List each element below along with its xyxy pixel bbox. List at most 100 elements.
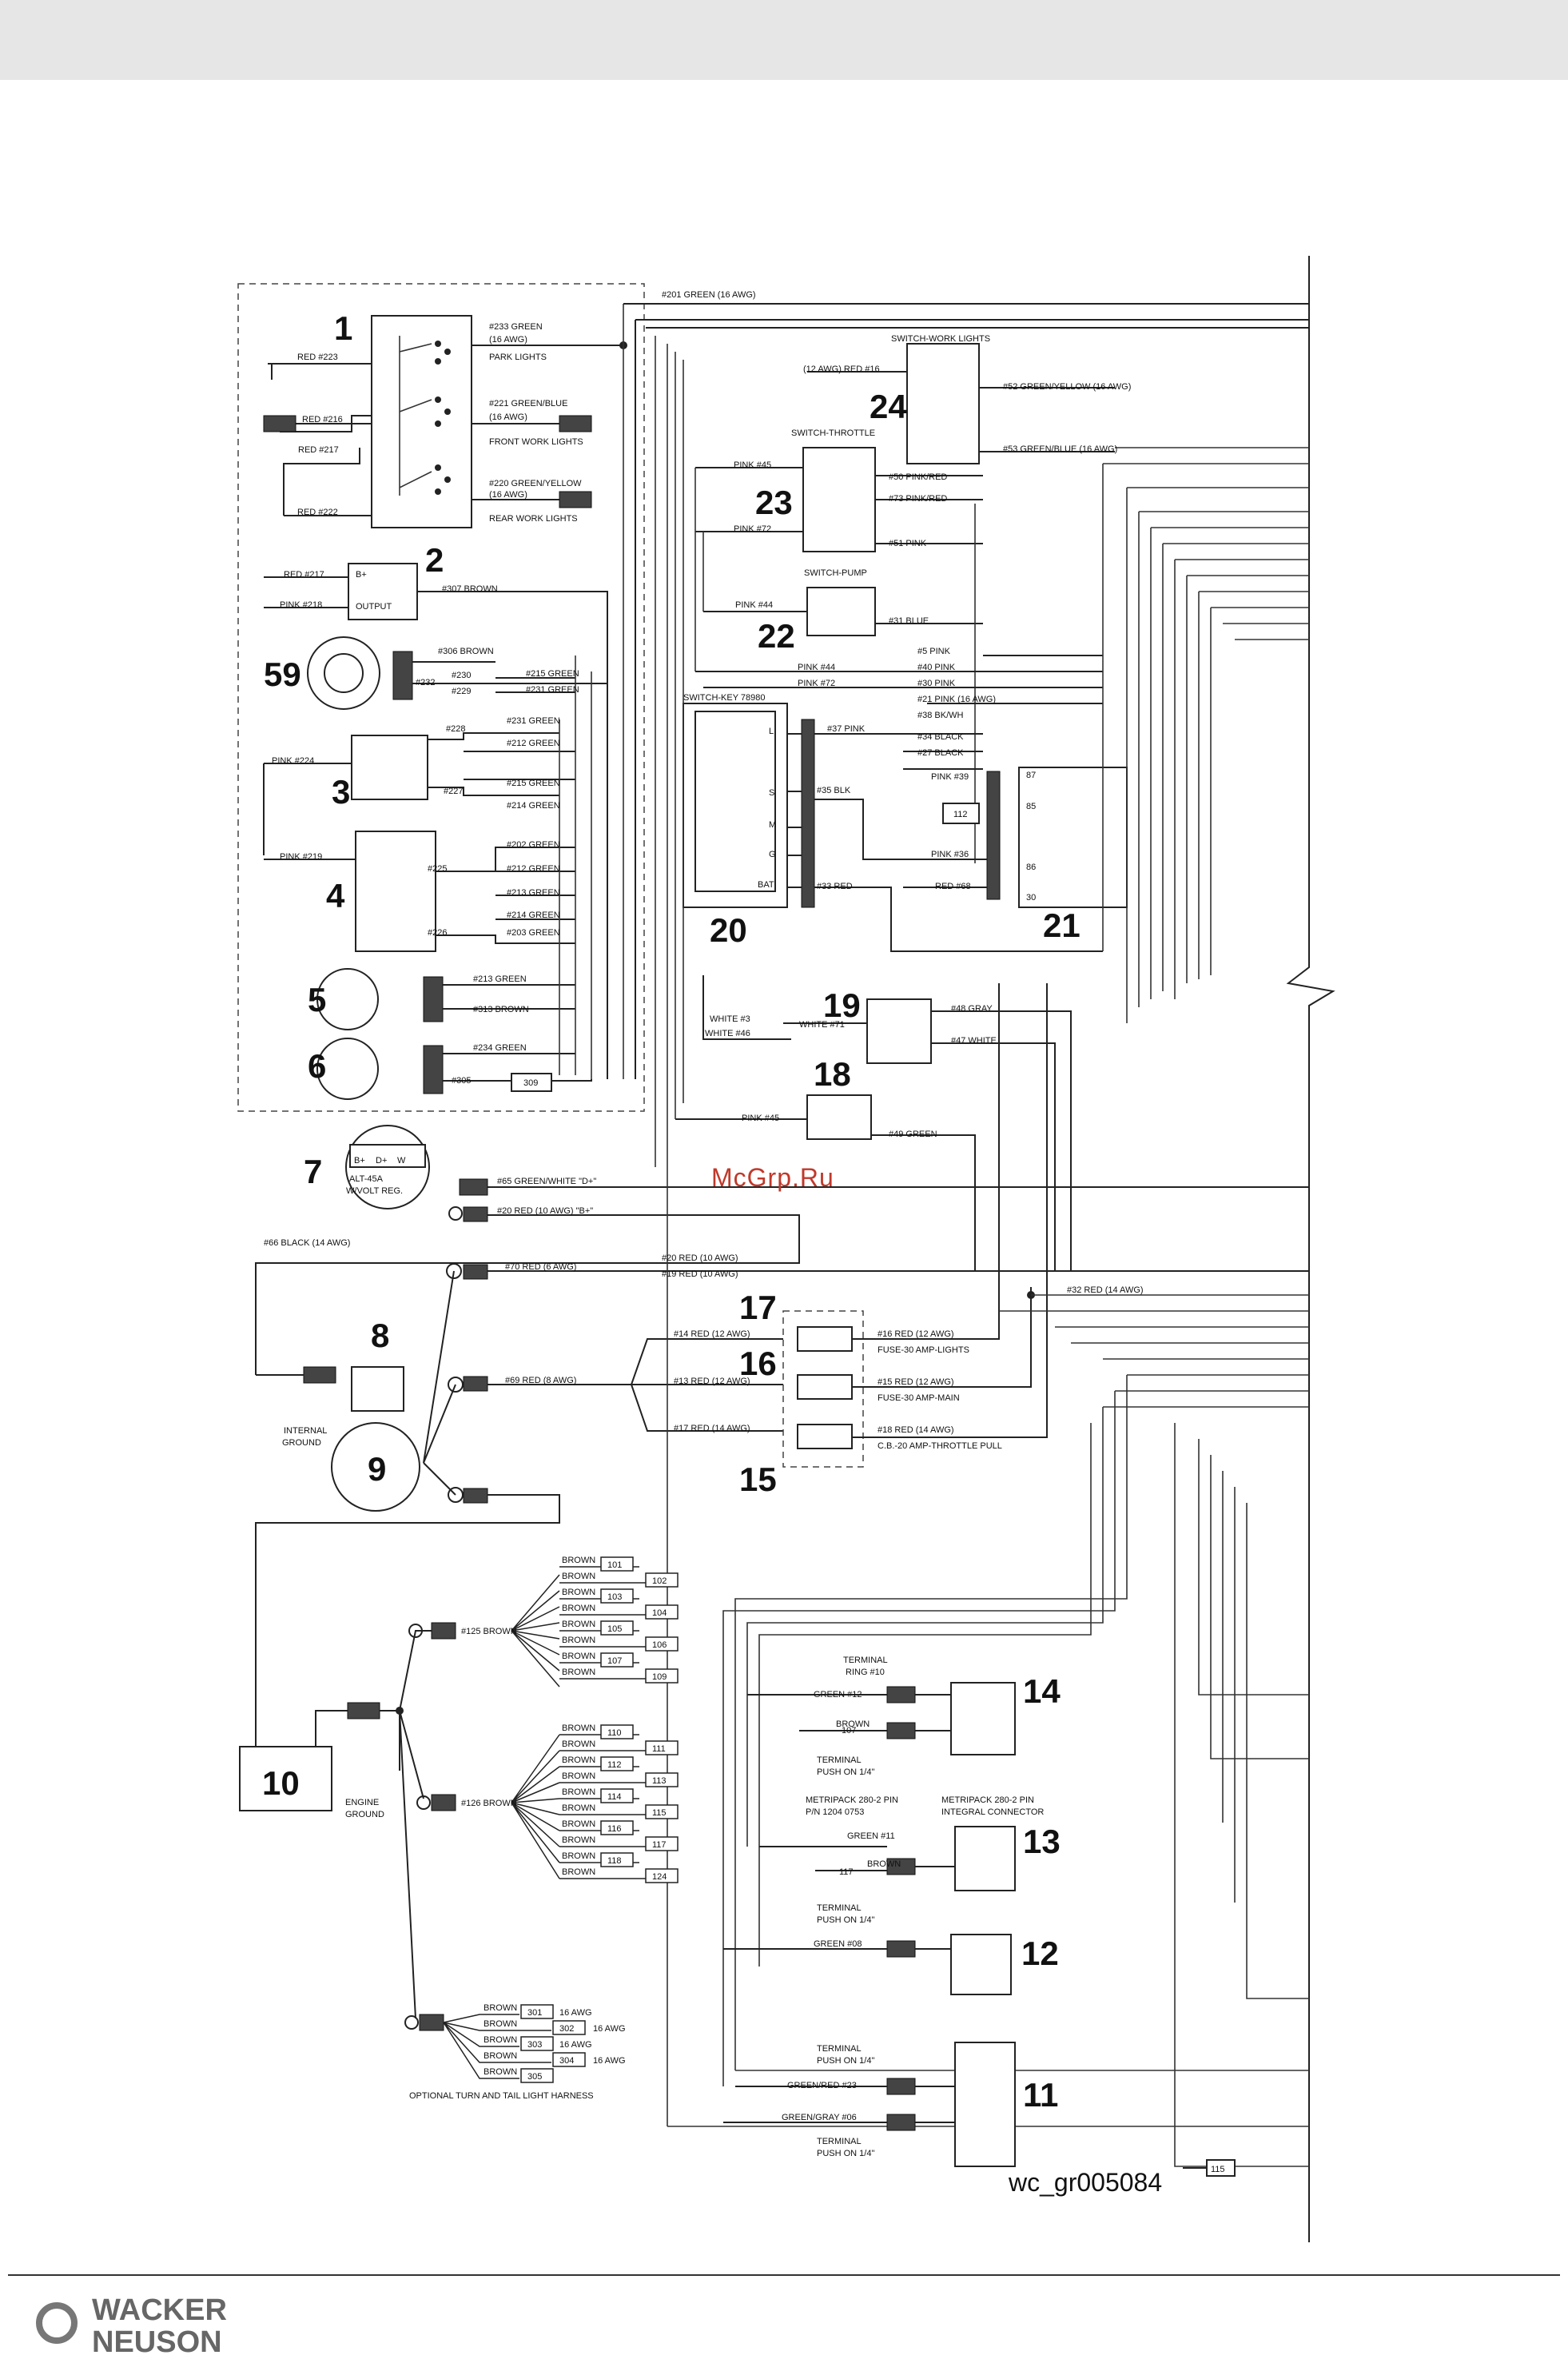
terminal-label: TERMINAL — [817, 1903, 862, 1913]
terminal-label: TERMINAL — [843, 1656, 888, 1665]
wire-label: GREEN/GRAY #06 — [782, 2113, 857, 2122]
fuse-16 — [797, 1374, 853, 1400]
wire-label: #212 GREEN — [507, 739, 560, 748]
alt-terminal-b: B+ — [354, 1156, 365, 1166]
ground-tag-302: 302 — [559, 2024, 574, 2034]
connector-label: INTEGRAL CONNECTOR — [941, 1807, 1044, 1817]
alt-terminal-d: D+ — [376, 1156, 387, 1166]
ground-tag-304: 304 — [559, 2056, 574, 2066]
wire-label: #307 BROWN — [442, 584, 498, 594]
awg-label: 16 AWG — [559, 2040, 592, 2050]
brown-wire-label: BROWN — [562, 1739, 595, 1749]
component-number-12: 12 — [1021, 1935, 1059, 1972]
component-number-5: 5 — [308, 981, 326, 1018]
brown-wire-label: BROWN — [562, 1835, 595, 1845]
ground-fan-upper — [511, 1566, 671, 1688]
fuse-17 — [797, 1326, 853, 1352]
ground-tag-118: 118 — [607, 1856, 622, 1866]
wire-label: #50 PINK/RED — [889, 472, 947, 482]
alt-label: ALT-45A — [349, 1174, 384, 1184]
terminal-label: PUSH ON 1/4" — [817, 1915, 874, 1925]
wire-label: #228 — [446, 724, 465, 734]
brand-name: WACKER NEUSON — [92, 2294, 227, 2358]
component-number-14: 14 — [1023, 1672, 1061, 1710]
ground-tag-117: 117 — [652, 1840, 667, 1850]
wire-label: PINK #45 — [734, 460, 771, 470]
wire-label: #229 — [452, 687, 471, 696]
wire-label: BROWN — [867, 1859, 901, 1869]
wire-label: #214 GREEN — [507, 801, 560, 811]
fuse-label: FUSE-30 AMP-MAIN — [878, 1393, 960, 1403]
wire-label: #27 BLACK — [917, 748, 964, 758]
brown-wire-label: BROWN — [562, 1819, 595, 1829]
key-terminal: M — [769, 820, 776, 830]
key-terminal: L — [769, 727, 774, 736]
wire-label: #51 PINK — [889, 539, 927, 548]
wire-label: PINK #219 — [280, 852, 322, 862]
brand-line-2: NEUSON — [92, 2325, 222, 2359]
terminal-label: PUSH ON 1/4" — [817, 2149, 874, 2158]
ground-tag-107-box — [600, 1652, 634, 1668]
wire-label: WHITE #3 — [710, 1014, 750, 1024]
switch-label: SWITCH-KEY 78980 — [683, 693, 766, 703]
wire-label: #35 BLK — [817, 786, 851, 795]
component-number-8: 8 — [371, 1317, 389, 1354]
wire-label: GREEN/RED #23 — [787, 2081, 857, 2090]
brown-wire-label: BROWN — [562, 1755, 595, 1765]
battery-10 — [239, 1746, 332, 1811]
ground-tag-109: 109 — [652, 1672, 667, 1682]
ground-fan-lower — [511, 1734, 671, 1879]
ground-tag-112-box — [600, 1756, 634, 1771]
wire-label: PINK #72 — [798, 679, 835, 688]
ground-tag-118-box — [600, 1852, 634, 1867]
wire-label: #48 GRAY — [951, 1004, 993, 1014]
ground-tag-104: 104 — [652, 1608, 667, 1618]
wire-label: PINK #72 — [734, 524, 771, 534]
ground-tag-301: 301 — [527, 2008, 542, 2018]
wire-label: FRONT WORK LIGHTS — [489, 437, 583, 447]
wire-label: RED #68 — [935, 882, 971, 891]
relay-terminal: 86 — [1026, 863, 1036, 872]
switch-24-box — [906, 343, 980, 464]
ground-tag: 117 — [839, 1867, 854, 1877]
wire-label: PINK #39 — [931, 772, 969, 782]
wire-label: #13 RED (12 AWG) — [674, 1377, 750, 1386]
ground-tag-116: 116 — [607, 1824, 622, 1834]
ground-tag-103: 103 — [607, 1592, 622, 1602]
starter-9 — [331, 1422, 420, 1512]
ground-tag-305-box — [520, 2068, 554, 2083]
ground-tag-115: 115 — [652, 1808, 667, 1818]
wire-label: #232 — [416, 678, 435, 687]
ground-tag-102-box — [645, 1572, 679, 1588]
wire-label: #126 BROWN — [461, 1799, 517, 1808]
wire-label: #125 BROWN — [461, 1627, 517, 1636]
wire-label: #52 GREEN/YELLOW (16 AWG) — [1003, 382, 1131, 392]
connector-label: METRIPACK 280-2 PIN — [941, 1795, 1034, 1805]
ground-tag-114: 114 — [607, 1792, 622, 1802]
switch-3-box — [351, 735, 428, 800]
terminal-label: PUSH ON 1/4" — [817, 1767, 874, 1777]
wire-label: #5 PINK — [917, 647, 951, 656]
wire-label: #305 — [452, 1076, 471, 1086]
wire-label: #66 BLACK (14 AWG) — [264, 1238, 350, 1248]
ground-tag: 309 — [523, 1078, 538, 1088]
terminal-label: PUSH ON 1/4" — [817, 2056, 874, 2066]
wire-label: #227 — [444, 787, 463, 796]
wire-label: #203 GREEN — [507, 928, 560, 938]
brown-wire-label: BROWN — [562, 1723, 595, 1733]
light-6 — [316, 1038, 379, 1100]
drawing-code: wc_gr005084 — [1009, 2168, 1163, 2197]
key-terminal: BAT — [758, 880, 774, 890]
brown-wire-label: BROWN — [562, 1620, 595, 1629]
wire-label: #313 BROWN — [473, 1005, 529, 1014]
wire-label: PINK #36 — [931, 850, 969, 859]
ground-tag: 107 — [842, 1726, 856, 1735]
ground-tag-104-box — [645, 1604, 679, 1620]
wire-label: RED #217 — [298, 445, 339, 455]
wire-label: #226 — [428, 928, 447, 938]
ground-tag-110-box — [600, 1724, 634, 1739]
relay-terminal: 30 — [1026, 893, 1036, 903]
wire-label: PINK #224 — [272, 756, 314, 766]
